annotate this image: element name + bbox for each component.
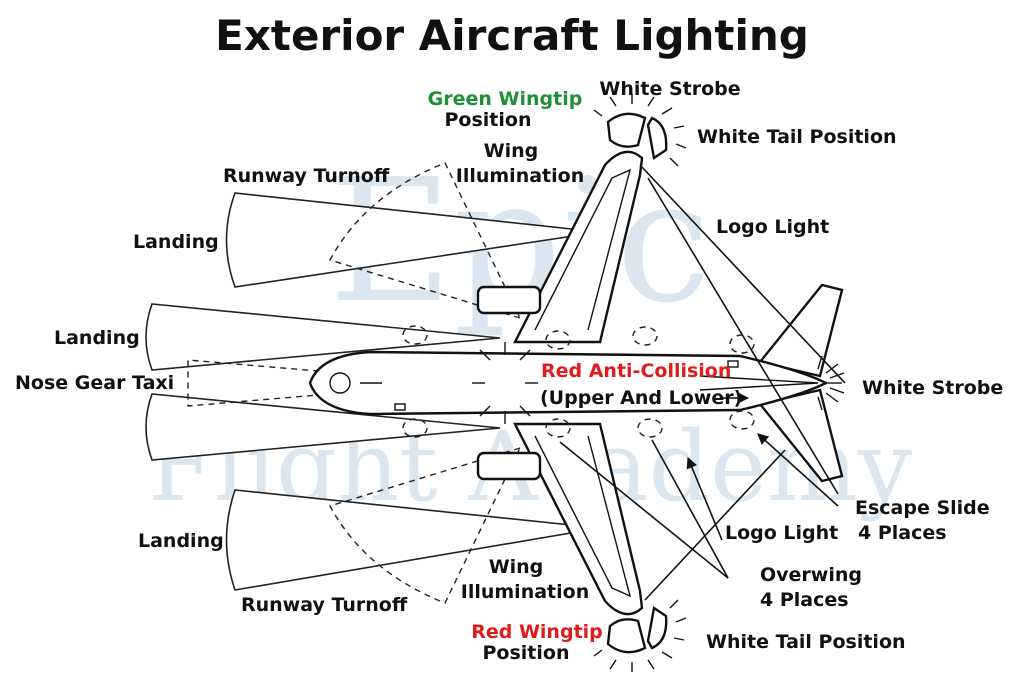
label-logo-light-bottom: Logo Light xyxy=(725,522,838,544)
label-green-wingtip: Green Wingtip xyxy=(428,88,583,110)
landing-beams xyxy=(145,192,601,591)
label-white-strobe-tail: White Strobe xyxy=(862,377,1003,399)
leader-overwing-1 xyxy=(559,441,729,579)
label-landing-upper: Landing xyxy=(133,231,219,253)
label-red-wingtip-position: Position xyxy=(483,642,570,664)
anti-collision-rays xyxy=(472,342,538,424)
white-tail-light-bottom xyxy=(646,605,668,650)
label-runway-turnoff-bottom: Runway Turnoff xyxy=(241,594,408,616)
runway-turnoff-fan-top xyxy=(328,162,522,320)
runway-turnoff-fan-bottom xyxy=(328,446,522,604)
leader-escape-slide xyxy=(757,433,839,507)
airplane xyxy=(308,150,844,616)
leader-escape-top xyxy=(647,177,839,495)
label-wing-illumination-bottom-2: Illumination xyxy=(461,581,589,603)
label-nose-gear-taxi: Nose Gear Taxi xyxy=(15,372,174,394)
label-white-tail-position-bottom: White Tail Position xyxy=(706,631,906,653)
label-escape-slide-2: 4 Places xyxy=(858,522,947,544)
label-overwing-2: 4 Places xyxy=(760,589,849,611)
label-overwing-1: Overwing xyxy=(760,564,862,586)
landing-beam-middle-upper xyxy=(145,303,501,371)
label-upper-and-lower: (Upper And Lower) xyxy=(540,387,742,409)
green-wingtip-light xyxy=(606,112,647,148)
runway-turnoff-fans xyxy=(328,162,522,604)
spot-overwing-2 xyxy=(632,326,658,346)
tail-cone xyxy=(699,375,819,391)
label-white-strobe-top: White Strobe xyxy=(599,78,740,100)
page-title: Exterior Aircraft Lighting xyxy=(215,11,809,60)
label-red-anti-collision: Red Anti-Collision xyxy=(541,360,731,382)
spot-overwing-4 xyxy=(637,418,663,438)
upper-wing xyxy=(513,150,644,344)
strobe-rays-bottom xyxy=(593,599,687,672)
lower-engine xyxy=(476,451,542,481)
rear-door-marker xyxy=(727,360,739,368)
spot-forward-upper xyxy=(402,325,428,345)
leader-logo-light xyxy=(686,456,723,541)
label-escape-slide-1: Escape Slide xyxy=(855,497,990,519)
label-logo-light-top: Logo Light xyxy=(716,216,829,238)
label-wing-illumination-top-2: Illumination xyxy=(456,165,584,187)
spot-overwing-3 xyxy=(545,418,571,438)
nose-gear-taxi-beam xyxy=(187,359,331,407)
upper-engine xyxy=(476,285,542,315)
strobe-rays-top xyxy=(593,94,687,167)
label-wing-illumination-bottom-1: Wing xyxy=(489,556,544,578)
tail-strobe-rays xyxy=(817,355,845,411)
label-runway-turnoff-top: Runway Turnoff xyxy=(223,165,390,187)
label-wing-illumination-top-1: Wing xyxy=(484,140,539,162)
spot-overwing-1 xyxy=(545,330,571,350)
wingtip-lights xyxy=(593,94,687,672)
nose-gear xyxy=(329,372,351,394)
white-tail-light-top xyxy=(646,116,668,161)
upper-stabilizer xyxy=(757,283,844,378)
label-landing-lower: Landing xyxy=(138,530,224,552)
label-red-wingtip: Red Wingtip xyxy=(471,621,603,643)
spot-forward-lower xyxy=(402,418,428,438)
red-wingtip-light xyxy=(606,618,647,654)
leader-overwing-2 xyxy=(651,439,729,579)
label-white-tail-position-top: White Tail Position xyxy=(697,126,897,148)
door-marker xyxy=(394,403,406,411)
label-green-wingtip-position: Position xyxy=(445,109,532,131)
landing-beam-lower xyxy=(225,489,601,591)
landing-beam-upper xyxy=(225,192,601,288)
spot-escape-lower xyxy=(729,410,755,430)
light-spots xyxy=(402,325,755,438)
leader-logo-top xyxy=(639,164,846,384)
landing-beam-middle-lower xyxy=(145,393,501,461)
lower-wing-flap xyxy=(534,435,632,598)
lower-wing xyxy=(513,422,644,616)
upper-wing-flap xyxy=(534,168,632,331)
spot-escape-upper xyxy=(729,334,755,354)
leader-lines xyxy=(559,164,846,601)
label-landing-middle: Landing xyxy=(54,327,140,349)
fuselage xyxy=(308,350,829,416)
labels: Green Wingtip Position White Strobe Whit… xyxy=(15,78,1003,664)
